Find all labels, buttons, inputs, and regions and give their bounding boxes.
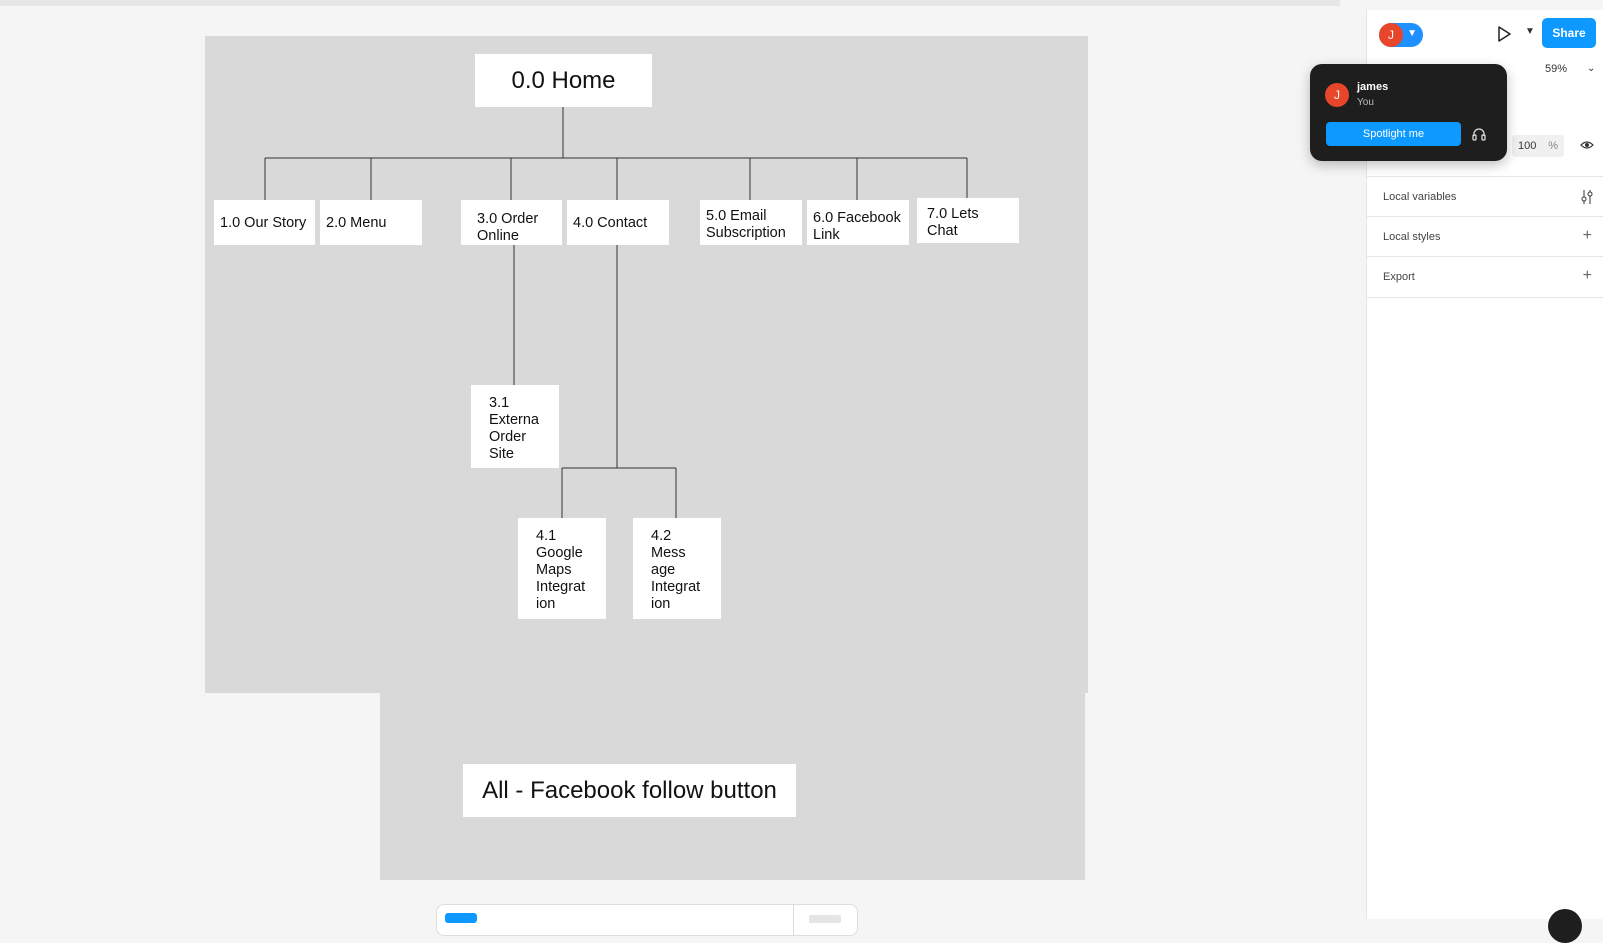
local-variables-label: Local variables: [1383, 191, 1457, 203]
zoom-level[interactable]: 59%: [1545, 63, 1568, 75]
chevron-down-icon: ▼: [1407, 28, 1417, 39]
sitemap-node-contact[interactable]: 4.0 Contact: [567, 200, 669, 245]
eye-icon[interactable]: [1580, 138, 1594, 152]
sitemap-node-external-order[interactable]: 3.1 Externa Order Site: [471, 385, 559, 468]
bottom-toolbar[interactable]: [436, 904, 858, 936]
sitemap-node-email[interactable]: 5.0 Email Subscription: [700, 200, 802, 245]
multiplayer-avatar-button[interactable]: J ▼: [1379, 23, 1423, 47]
opacity-unit: %: [1548, 140, 1558, 152]
toolbar-secondary-button[interactable]: [809, 915, 841, 923]
present-play-icon[interactable]: [1497, 26, 1511, 42]
export-section[interactable]: Export +: [1367, 256, 1603, 298]
sitemap-node-facebook[interactable]: 6.0 Facebook Link: [807, 200, 909, 245]
move-tool-button[interactable]: [445, 913, 477, 923]
sitemap-node-menu[interactable]: 2.0 Menu: [320, 200, 422, 245]
popover-user-name: james: [1357, 81, 1389, 93]
export-label: Export: [1383, 271, 1415, 283]
opacity-input[interactable]: 100 %: [1512, 135, 1564, 157]
right-panel: J ▼ ▼ Share 59% ⌄ 100 % Local variables …: [1366, 10, 1603, 919]
sitemap-node-order-online[interactable]: 3.0 Order Online: [461, 200, 562, 245]
sitemap-node-message[interactable]: 4.2 Mess age Integrat ion: [633, 518, 721, 619]
popover-user-subtitle: You: [1357, 97, 1374, 108]
variables-settings-icon[interactable]: [1580, 189, 1594, 205]
toolbar-divider: [793, 905, 794, 935]
sitemap-node-our-story[interactable]: 1.0 Our Story: [214, 200, 315, 245]
headphones-icon[interactable]: [1471, 126, 1487, 142]
sitemap-connectors: [264, 106, 968, 518]
local-styles-section[interactable]: Local styles +: [1367, 216, 1603, 257]
sitemap-node-lets-chat[interactable]: 7.0 Lets Chat: [917, 198, 1019, 243]
user-avatar: J: [1379, 23, 1403, 47]
opacity-value: 100: [1518, 140, 1537, 152]
local-variables-section[interactable]: Local variables: [1367, 176, 1603, 217]
sitemap-node-google-maps[interactable]: 4.1 Google Maps Integrat ion: [518, 518, 606, 619]
add-style-plus-icon[interactable]: +: [1582, 227, 1592, 244]
sitemap-node-home[interactable]: 0.0 Home: [475, 54, 652, 107]
present-options-chevron-icon[interactable]: ▼: [1525, 26, 1535, 37]
local-styles-label: Local styles: [1383, 231, 1441, 243]
top-scroll-bar: [0, 0, 1340, 6]
user-popover: J james You Spotlight me: [1310, 64, 1507, 161]
popover-user-avatar: J: [1325, 83, 1349, 107]
sitemap-footer-note[interactable]: All - Facebook follow button: [463, 764, 796, 817]
zoom-chevron-icon[interactable]: ⌄: [1587, 63, 1596, 74]
add-export-plus-icon[interactable]: +: [1582, 267, 1592, 284]
spotlight-me-button[interactable]: Spotlight me: [1326, 122, 1461, 146]
share-button[interactable]: Share: [1542, 18, 1596, 48]
help-button[interactable]: [1548, 909, 1582, 943]
